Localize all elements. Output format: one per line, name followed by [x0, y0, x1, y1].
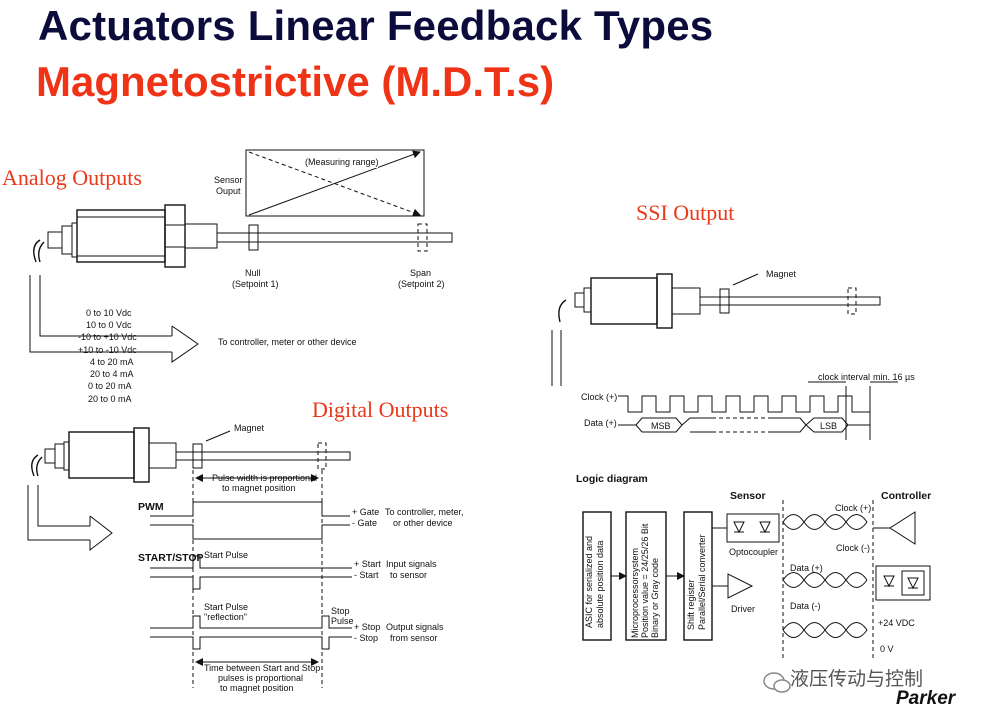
input-signals-label-1: Input signals — [386, 559, 437, 569]
watermark-text: 液压传动与控制 — [790, 668, 924, 690]
analog-output-3: +10 to -10 Vdc — [78, 345, 137, 355]
micro-block-label-1: Microprocessorsystem — [630, 548, 640, 638]
start-pulse-reflection-label-2: "reflection" — [204, 612, 247, 622]
stop-pulse-label-1: Stop — [331, 606, 350, 616]
min-interval-label: min. 16 µs — [873, 372, 915, 382]
analog-outputs-heading: Analog Outputs — [2, 165, 142, 190]
start-pulse-reflection-label-1: Start Pulse — [204, 602, 248, 612]
null-label: Null — [245, 268, 261, 278]
msb-label: MSB — [651, 421, 671, 431]
zero-volt-label: 0 V — [880, 644, 894, 654]
analog-destination-label: To controller, meter or other device — [218, 337, 357, 347]
sensor-output-label-2: Ouput — [216, 186, 241, 196]
gate-minus-label: - Gate — [352, 518, 377, 528]
pulse-width-label-2: to magnet position — [222, 483, 296, 493]
analog-output-5: 20 to 4 mA — [90, 369, 134, 379]
optocoupler-label: Optocoupler — [729, 547, 778, 557]
clock-interval-label: clock interval — [818, 372, 870, 382]
start-minus-label: - Start — [354, 570, 379, 580]
ssi-sensor-drawing: Magnet clock interval min. 16 µs Clock (… — [551, 269, 915, 440]
start-pulse-label: Start Pulse — [204, 550, 248, 560]
start-plus-label: + Start — [354, 559, 381, 569]
driver-label: Driver — [731, 604, 755, 614]
title-line-1: Actuators Linear Feedback Types — [38, 2, 714, 49]
logic-clock-plus-label: Clock (+) — [835, 503, 871, 513]
gate-destination-label-1: To controller, meter, — [385, 507, 464, 517]
measuring-range-label: (Measuring range) — [305, 157, 379, 167]
sensor-output-label-1: Sensor — [214, 175, 243, 185]
stop-plus-label: + Stop — [354, 622, 380, 632]
gate-destination-label-2: or other device — [393, 518, 453, 528]
controller-label: Controller — [881, 490, 931, 502]
null-setpoint-label: (Setpoint 1) — [232, 279, 279, 289]
time-label-3: to magnet position — [220, 683, 294, 693]
gate-plus-label: + Gate — [352, 507, 379, 517]
start-stop-label: START/STOP — [138, 552, 204, 564]
time-label-2: pulses is proportional — [218, 673, 303, 683]
logic-data-minus-label: Data (-) — [790, 601, 821, 611]
logic-data-plus-label: Data (+) — [790, 563, 823, 573]
stop-pulse-label-2: Pulse — [331, 616, 354, 626]
analog-output-6: 0 to 20 mA — [88, 381, 132, 391]
ssi-clock-label: Clock (+) — [581, 392, 617, 402]
watermark-area — [760, 666, 986, 718]
pwm-label: PWM — [138, 501, 164, 513]
shift-block-label-2: Parallel/Serial converter — [697, 534, 707, 630]
asic-block-label-1: ASIC for serialized and — [584, 536, 594, 628]
logic-diagram-title: Logic diagram — [576, 473, 648, 485]
logic-clock-minus-label: Clock (-) — [836, 543, 870, 553]
analog-output-7: 20 to 0 mA — [88, 394, 132, 404]
shift-block-label-1: Shift register — [686, 579, 696, 630]
digital-magnet-label: Magnet — [234, 423, 265, 433]
ssi-magnet-label: Magnet — [766, 269, 797, 279]
vdc-label: +24 VDC — [878, 618, 915, 628]
analog-output-0: 0 to 10 Vdc — [86, 308, 132, 318]
ssi-data-label: Data (+) — [584, 418, 617, 428]
digital-sensor-drawing: Magnet Pulse width is proportional to ma… — [27, 423, 464, 693]
output-signals-label-2: from sensor — [390, 633, 438, 643]
analog-output-2: -10 to +10 Vdc — [78, 332, 137, 342]
span-setpoint-label: (Setpoint 2) — [398, 279, 445, 289]
logic-diagram: Logic diagram Sensor Controller ASIC for… — [576, 473, 931, 660]
pulse-width-label-1: Pulse width is proportional — [212, 473, 317, 483]
asic-block-label-2: absolute position data — [595, 540, 605, 628]
analog-output-4: 4 to 20 mA — [90, 357, 134, 367]
analog-output-1: 10 to 0 Vdc — [86, 320, 132, 330]
ssi-output-heading: SSI Output — [636, 200, 735, 225]
micro-block-label-3: Binary or Gray code — [650, 558, 660, 638]
parker-logo: Parker — [896, 688, 956, 709]
input-signals-label-2: to sensor — [390, 570, 427, 580]
stop-minus-label: - Stop — [354, 633, 378, 643]
span-label: Span — [410, 268, 431, 278]
time-label-1: Time between Start and Stop — [204, 663, 320, 673]
micro-block-label-2: Position value = 24/25/26 Bit — [640, 523, 650, 638]
wechat-icon — [763, 672, 791, 693]
output-signals-label-1: Output signals — [386, 622, 444, 632]
title-line-2: Magnetostrictive (M.D.T.s) — [36, 58, 555, 105]
lsb-label: LSB — [820, 421, 837, 431]
sensor-label: Sensor — [730, 490, 766, 502]
analog-sensor-drawing: (Measuring range) Sensor Ouput Null (Set… — [29, 149, 453, 404]
digital-outputs-heading: Digital Outputs — [312, 397, 449, 422]
